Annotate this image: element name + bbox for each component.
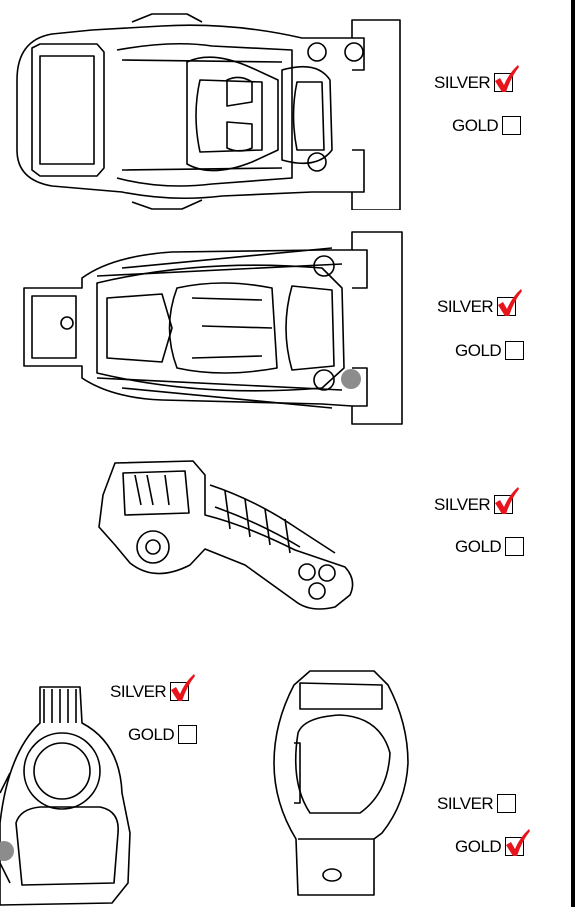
part-1-drawing [16,13,401,210]
silver-checkbox[interactable] [497,289,523,316]
red-check-icon [498,289,523,316]
item-3-silver-option[interactable]: SILVER [434,487,520,514]
item-2-silver-option[interactable]: SILVER [437,289,523,316]
silver-checkbox[interactable] [494,65,520,92]
gold-checkbox[interactable] [178,725,198,744]
silver-checkbox[interactable] [494,487,520,514]
silver-label: SILVER [437,297,494,316]
gold-label: GOLD [452,116,499,135]
red-check-icon [495,65,520,92]
gray-marker-dot-2 [0,841,14,861]
gold-label: GOLD [128,725,175,744]
gray-marker-dot [341,369,361,389]
gold-checkbox[interactable] [505,341,525,360]
item-1-silver-option[interactable]: SILVER [434,65,520,92]
part-3-drawing [98,460,354,610]
red-check-icon [171,674,196,701]
gold-checkbox[interactable] [505,829,531,856]
item-5-silver-option[interactable]: SILVER [437,794,517,813]
silver-checkbox[interactable] [497,794,517,813]
silver-label: SILVER [437,794,494,813]
item-4-gold-option[interactable]: GOLD [128,725,198,744]
gold-checkbox[interactable] [502,116,522,135]
page-border-right [571,0,575,907]
red-check-icon [495,487,520,514]
item-5-gold-option[interactable]: GOLD [455,829,531,856]
part-2-drawing [23,231,403,425]
red-check-icon [506,829,531,856]
gold-label: GOLD [455,537,502,556]
silver-label: SILVER [434,495,491,514]
gold-checkbox[interactable] [505,537,525,556]
item-2-gold-option[interactable]: GOLD [455,341,525,360]
part-4-drawing [0,686,131,906]
silver-label: SILVER [434,73,491,92]
part-5-drawing [273,670,409,896]
silver-label: SILVER [110,682,167,701]
item-3-gold-option[interactable]: GOLD [455,537,525,556]
item-1-gold-option[interactable]: GOLD [452,116,522,135]
gold-label: GOLD [455,341,502,360]
item-4-silver-option[interactable]: SILVER [110,674,196,701]
gold-label: GOLD [455,837,502,856]
silver-checkbox[interactable] [170,674,196,701]
